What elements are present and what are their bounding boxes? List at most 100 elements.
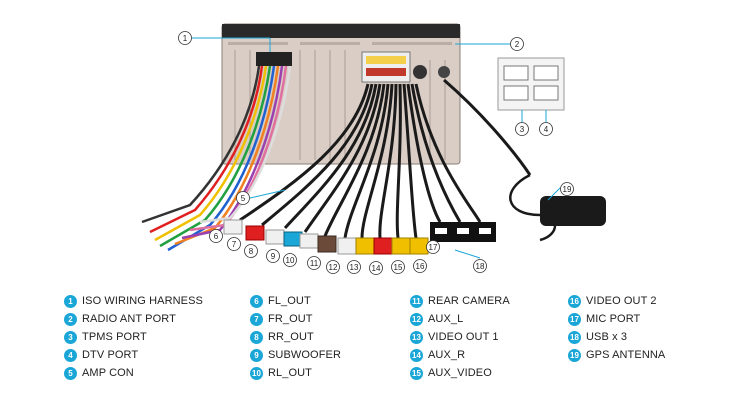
callout-circle — [326, 260, 340, 274]
callout-number: 2 — [515, 40, 520, 49]
callout-number: 13 — [350, 263, 359, 272]
usb-plugs — [430, 222, 496, 242]
inset-connector — [497, 57, 565, 111]
legend-label: FR_OUT — [268, 313, 313, 325]
callout-8: 8 — [244, 244, 258, 258]
legend-label: AUX_L — [428, 313, 464, 325]
legend-label: DTV PORT — [82, 349, 139, 361]
callout-10: 10 — [283, 253, 297, 267]
callout-circle — [178, 31, 192, 45]
callout-circle — [283, 253, 297, 267]
legend-number-badge: 16 — [568, 294, 581, 308]
legend-number-badge: 3 — [64, 330, 77, 344]
legend-label: AUX_VIDEO — [428, 367, 492, 379]
rca-plug-video-out-1 — [355, 237, 375, 255]
callout-circle — [244, 244, 258, 258]
rca-plug-aux-l — [337, 237, 357, 255]
callout-number: 7 — [232, 240, 237, 249]
callout-circle — [426, 240, 440, 254]
legend-item: 16 VIDEO OUT 2 — [568, 292, 665, 310]
legend-label: RL_OUT — [268, 367, 312, 379]
iso-connector — [256, 52, 292, 66]
rca-plug-rl — [299, 233, 319, 249]
callout-number: 15 — [394, 263, 403, 272]
rca-plug-aux-video — [391, 237, 411, 255]
legend-number-badge: 9 — [250, 348, 263, 362]
legend-number-badge: 12 — [410, 312, 423, 326]
legend-label: REAR CAMERA — [428, 295, 510, 307]
legend-label: AMP CON — [82, 367, 134, 379]
rca-plug-camera — [317, 235, 337, 253]
callout-number: 11 — [310, 259, 319, 268]
legend-item: 10 RL_OUT — [250, 364, 341, 382]
legend-item: 3 TPMS PORT — [64, 328, 203, 346]
legend-item: 15 AUX_VIDEO — [410, 364, 510, 382]
rca-plugs — [223, 219, 429, 255]
legend-label: VIDEO OUT 2 — [586, 295, 657, 307]
callout-16: 16 — [413, 259, 427, 273]
legend-number-badge: 10 — [250, 366, 263, 380]
callout-circle — [209, 229, 223, 243]
callout-5: 5 — [236, 191, 250, 205]
callout-number: 8 — [249, 247, 254, 256]
legend-number-badge: 4 — [64, 348, 77, 362]
callout-19: 19 — [560, 182, 574, 196]
callout-circle — [473, 259, 487, 273]
callout-number: 17 — [429, 243, 438, 252]
callout-circle — [510, 37, 524, 51]
legend-label: SUBWOOFER — [268, 349, 342, 361]
callout-12: 12 — [326, 260, 340, 274]
callout-circle — [539, 122, 553, 136]
legend-label: FL_OUT — [268, 295, 311, 307]
callout-number: 18 — [476, 262, 485, 271]
callout-circle — [347, 260, 361, 274]
callout-13: 13 — [347, 260, 361, 274]
rca-plug-rr — [265, 229, 285, 245]
legend-number-badge: 8 — [250, 330, 263, 344]
legend-number-badge: 18 — [568, 330, 581, 344]
legend-item: 13 VIDEO OUT 1 — [410, 328, 510, 346]
callout-circle — [391, 260, 405, 274]
callout-4: 4 — [539, 122, 553, 136]
legend-label: MIC PORT — [586, 313, 641, 325]
callout-number: 5 — [241, 194, 246, 203]
rca-cable-bundle — [239, 78, 532, 239]
legend-number-badge: 15 — [410, 366, 423, 380]
rca-plug-fl — [223, 219, 243, 235]
rca-plug-fr — [245, 225, 265, 241]
legend-number-badge: 14 — [410, 348, 423, 362]
callout-14: 14 — [369, 261, 383, 275]
legend-label: RR_OUT — [268, 331, 314, 343]
callout-number: 4 — [544, 125, 549, 134]
legend-label: VIDEO OUT 1 — [428, 331, 499, 343]
callout-7: 7 — [227, 237, 241, 251]
callout-circle — [266, 249, 280, 263]
callout-number: 16 — [416, 262, 425, 271]
legend-label: USB x 3 — [586, 331, 628, 343]
legend-item: 9 SUBWOOFER — [250, 346, 341, 364]
rear-connector-block — [361, 51, 450, 83]
callout-18: 18 — [473, 259, 487, 273]
callout-2: 2 — [510, 37, 524, 51]
legend-label: TPMS PORT — [82, 331, 147, 343]
callout-number: 19 — [563, 185, 572, 194]
callout-number: 14 — [372, 264, 381, 273]
callout-9: 9 — [266, 249, 280, 263]
legend-label: ISO WIRING HARNESS — [82, 295, 203, 307]
legend-number-badge: 13 — [410, 330, 423, 344]
callout-number: 10 — [286, 256, 295, 265]
rca-plug-aux-r — [373, 237, 393, 255]
callout-circle — [413, 259, 427, 273]
